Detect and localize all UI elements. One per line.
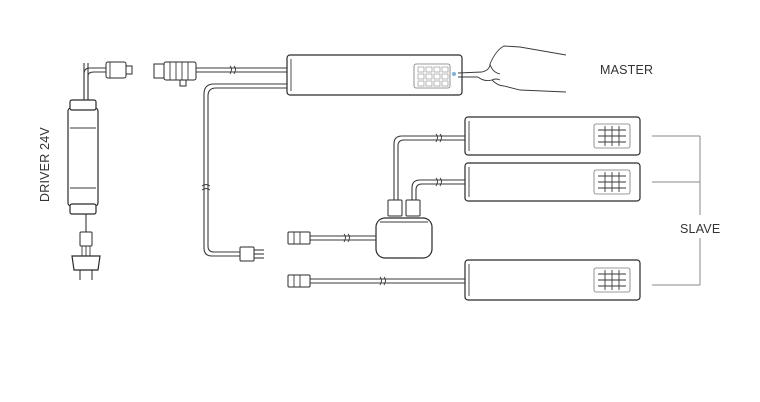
master-device xyxy=(286,54,463,96)
slave-device-3 xyxy=(464,259,641,301)
master-keypad xyxy=(413,63,451,89)
splitter-hub xyxy=(375,199,433,259)
master-output-connector xyxy=(239,246,264,262)
wire-break-icon xyxy=(201,184,211,191)
slave-label: SLAVE xyxy=(680,222,720,236)
wire-break-icon xyxy=(435,177,442,187)
master-indicator-dot xyxy=(452,72,456,76)
driver-24v xyxy=(67,63,101,280)
power-plug-icon xyxy=(79,270,93,280)
master-input-connector xyxy=(153,61,197,87)
master-label: MASTER xyxy=(600,63,653,77)
slave-bracket xyxy=(652,135,701,286)
slave-3-connector xyxy=(287,274,311,288)
driver-label: DRIVER 24V xyxy=(38,127,52,202)
wire-break-icon xyxy=(435,133,442,143)
slave-device-1 xyxy=(464,116,641,156)
wire-break-icon xyxy=(379,276,386,286)
wire-break-icon xyxy=(343,233,350,243)
wire-break-icon xyxy=(229,65,236,75)
driver-output-connector xyxy=(105,61,133,79)
pointing-hand-icon xyxy=(457,45,567,93)
splitter-input-connector xyxy=(287,231,311,245)
slave-device-2 xyxy=(464,162,641,202)
